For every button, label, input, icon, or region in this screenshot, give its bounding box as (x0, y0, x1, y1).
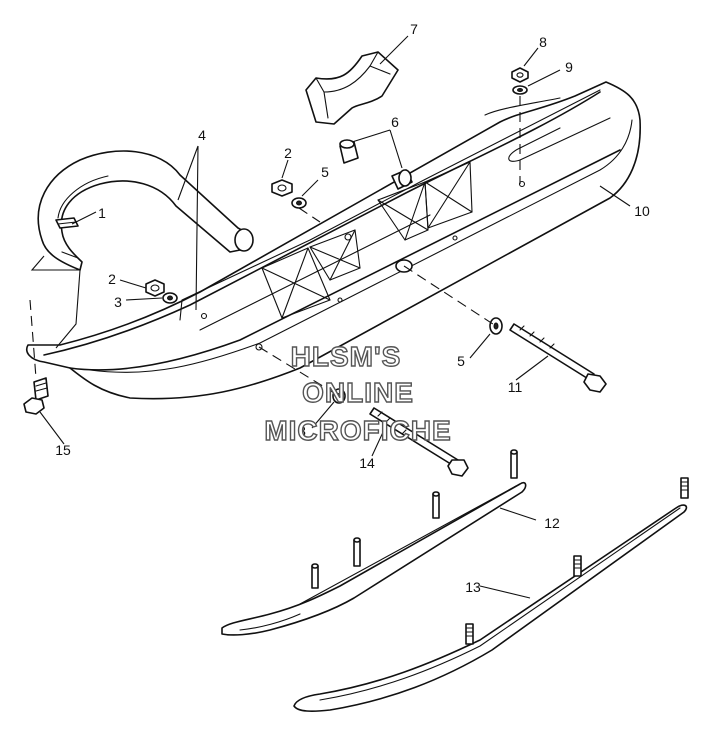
ski-loop-handle (37, 150, 254, 271)
nut-lower (145, 279, 165, 297)
ski-wear-tab (55, 217, 79, 229)
watermark-line-3: MICROFICHE (264, 415, 451, 446)
callout-1: 1 (98, 205, 106, 221)
callout-8: 8 (539, 34, 547, 50)
washer-upper (291, 197, 307, 209)
mount-bolt (332, 388, 469, 477)
callout-6: 6 (391, 114, 399, 130)
skag-stud (23, 377, 49, 415)
washer-top (512, 85, 528, 95)
callout-3-upper: 3 (114, 294, 122, 310)
assembly-guide-lines (29, 96, 521, 397)
carbide-runner (293, 477, 689, 712)
callout-3-lower: 3 (298, 423, 306, 439)
ski-saddle (305, 51, 399, 125)
nut-upper (271, 179, 293, 197)
callout-4: 4 (198, 127, 206, 143)
callout-5-upper: 5 (321, 164, 329, 180)
nut-top (511, 67, 529, 83)
callout-15: 15 (55, 442, 71, 458)
callout-7: 7 (410, 21, 418, 37)
spindle-bolt (489, 317, 607, 393)
callout-9: 9 (565, 59, 573, 75)
callout-14: 14 (359, 455, 375, 471)
spacer-bushing-left (339, 139, 359, 164)
callout-13: 13 (465, 579, 481, 595)
callout-5-lower: 5 (457, 353, 465, 369)
callout-2-lower: 2 (108, 271, 116, 287)
ski-body (26, 81, 641, 400)
callout-2-upper: 2 (284, 145, 292, 161)
ski-cross-brace (261, 161, 473, 319)
spacer-bushing-right (391, 169, 413, 190)
callout-11: 11 (508, 379, 523, 395)
watermark-line-2: ONLINE (302, 377, 414, 408)
callout-10: 10 (634, 203, 650, 219)
watermark-line-1: HLSM'S (291, 341, 402, 372)
washer-lower (162, 292, 178, 304)
ski-skag (221, 449, 527, 636)
watermark: HLSM'S ONLINE MICROFICHE (264, 340, 452, 446)
leader-lines (30, 35, 631, 599)
callout-12: 12 (544, 515, 560, 531)
